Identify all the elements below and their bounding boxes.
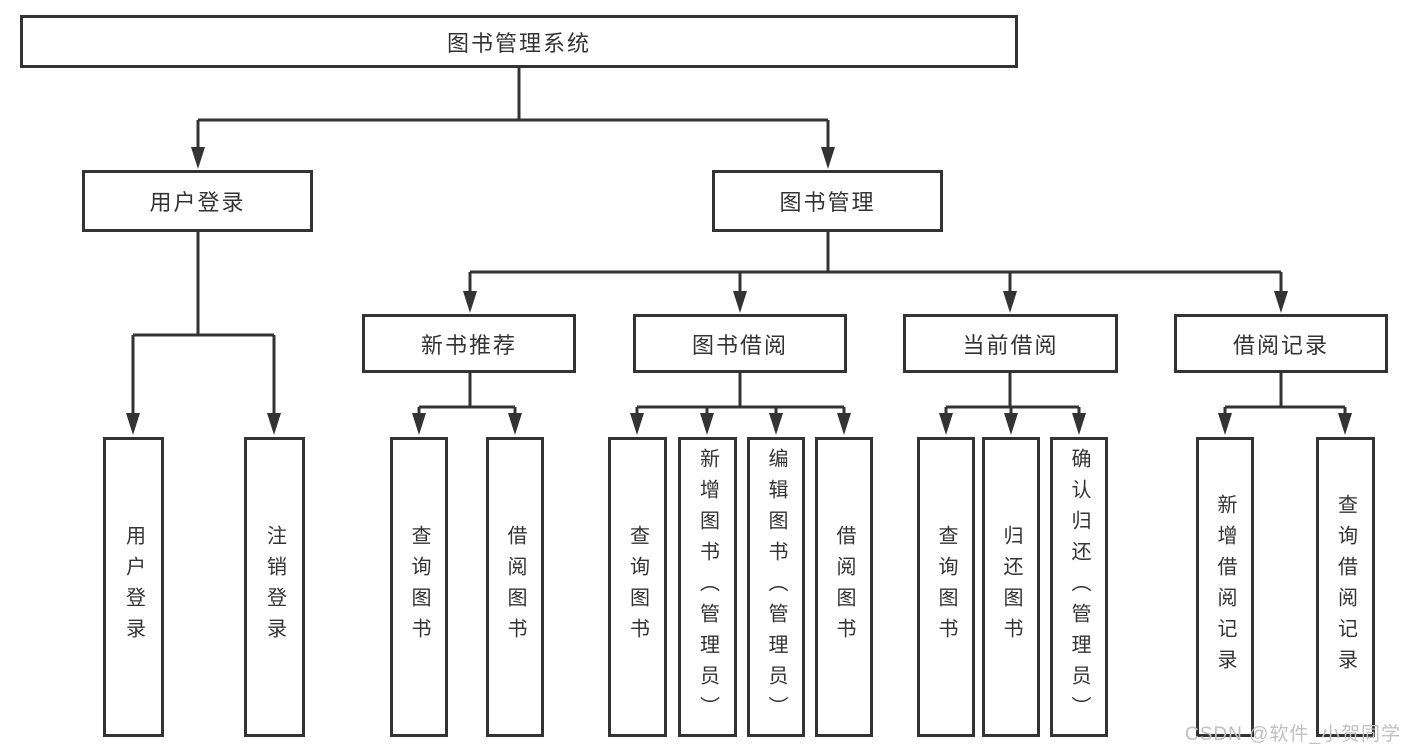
node-current-borrowing: 当前借阅 <box>903 314 1118 373</box>
node-label: 查询借阅记录 <box>1334 494 1357 680</box>
node-leaf-edit-books-admin: 编辑图书（管理员） <box>747 437 805 737</box>
node-library-management-system: 图书管理系统 <box>20 15 1018 68</box>
node-leaf-query-books-borrowing: 查询图书 <box>608 437 667 737</box>
node-leaf-query-books-newbook: 查询图书 <box>390 437 448 737</box>
node-leaf-borrow-books-borrowing: 借阅图书 <box>815 437 873 737</box>
node-label: 归还图书 <box>1000 525 1022 649</box>
node-leaf-query-books-current: 查询图书 <box>917 437 975 737</box>
node-leaf-return-books: 归还图书 <box>982 437 1040 737</box>
node-label: 新增借阅记录 <box>1214 494 1236 680</box>
node-book-borrowing: 图书借阅 <box>633 314 847 373</box>
node-label: 借阅图书 <box>504 525 526 649</box>
node-leaf-confirm-return-admin: 确认归还（管理员） <box>1050 437 1108 737</box>
node-label: 借阅记录 <box>1232 332 1329 358</box>
node-label: 图书管理系统 <box>446 30 591 56</box>
node-book-management: 图书管理 <box>712 170 943 232</box>
node-label: 用户登录 <box>122 525 145 649</box>
node-leaf-query-borrow-record: 查询借阅记录 <box>1316 437 1375 737</box>
node-label: 查询图书 <box>935 525 957 649</box>
node-leaf-add-books-admin: 新增图书（管理员） <box>678 437 737 737</box>
node-new-book-recommendation: 新书推荐 <box>362 314 576 373</box>
node-user-login: 用户登录 <box>82 170 313 232</box>
node-leaf-borrow-books-newbook: 借阅图书 <box>486 437 544 737</box>
node-label: 用户登录 <box>149 190 246 215</box>
node-leaf-user-login: 用户登录 <box>103 437 164 737</box>
node-borrowing-records: 借阅记录 <box>1174 314 1388 373</box>
node-leaf-logout: 注销登录 <box>244 437 305 737</box>
node-label: 新增图书（管理员） <box>696 447 719 727</box>
node-label: 确认归还（管理员） <box>1068 447 1090 727</box>
node-label: 注销登录 <box>263 525 286 649</box>
node-label: 新书推荐 <box>420 332 517 358</box>
node-label: 图书管理 <box>779 190 876 215</box>
node-label: 编辑图书（管理员） <box>765 447 787 727</box>
node-label: 查询图书 <box>408 525 430 649</box>
node-leaf-add-borrow-record: 新增借阅记录 <box>1196 437 1254 737</box>
csdn-watermark: CSDN @软件_小贺同学 <box>1185 724 1401 745</box>
node-label: 当前借阅 <box>962 332 1059 358</box>
node-label: 借阅图书 <box>833 525 855 649</box>
node-label: 图书借阅 <box>691 332 788 358</box>
node-label: 查询图书 <box>626 525 649 649</box>
